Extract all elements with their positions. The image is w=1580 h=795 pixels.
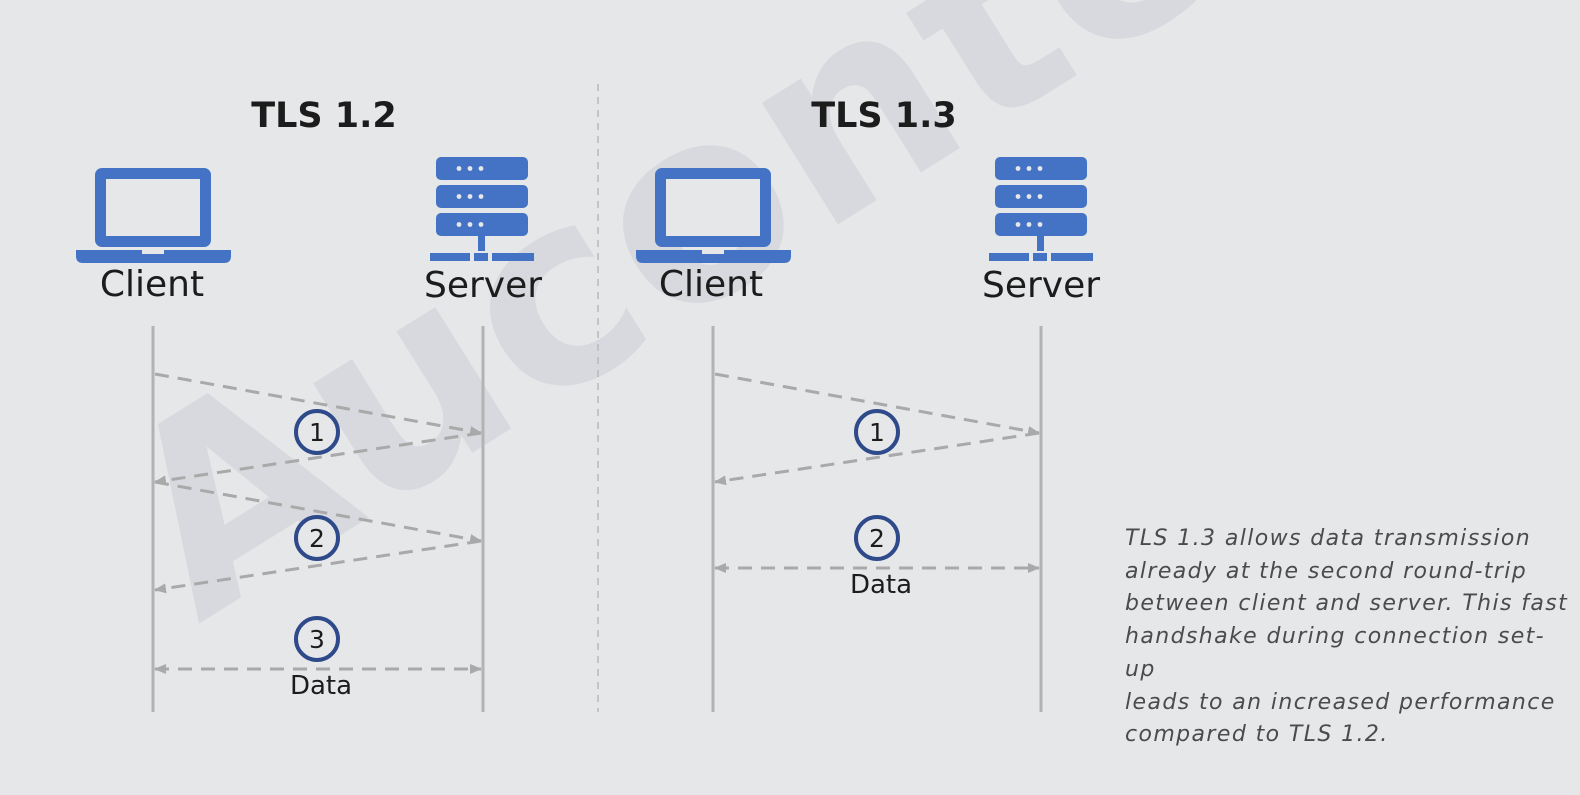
laptop-icon — [76, 168, 231, 263]
tls12-server-label: Server — [423, 265, 543, 306]
tls12-step2-response-arrow — [154, 539, 482, 594]
tls13-step1-circle — [854, 409, 900, 455]
tls13-step2-number: 2 — [869, 524, 885, 553]
tls12-step1-circle — [294, 409, 340, 455]
tls12-data-label: Data — [289, 671, 353, 701]
tls12-step1-response-arrow — [154, 431, 482, 486]
tls13-data-label: Data — [849, 570, 913, 600]
tls12-client-label: Client — [99, 264, 205, 305]
tls12-step2-number: 2 — [309, 524, 325, 553]
tls13-step1-response-arrow — [714, 431, 1040, 486]
explanation-note: TLS 1.3 allows data transmission already… — [1125, 526, 1569, 748]
tls13-client-label: Client — [658, 264, 764, 305]
laptop-icon — [636, 168, 791, 263]
tls13-step1-request-arrow — [714, 372, 1040, 436]
tls12-step1-number: 1 — [309, 418, 325, 447]
tls13-step2-circle — [854, 515, 900, 561]
tls12-step2-circle — [294, 515, 340, 561]
tls13-server-label: Server — [981, 265, 1101, 306]
tls12-step3-circle — [294, 616, 340, 662]
tls12-step3-number: 3 — [309, 625, 325, 654]
tls12-title: TLS 1.2 — [251, 96, 397, 136]
tls13-title: TLS 1.3 — [811, 96, 957, 136]
tls13-step1-number: 1 — [869, 418, 885, 447]
server-icon — [989, 157, 1093, 261]
tls12-step1-request-arrow — [154, 372, 482, 436]
server-icon — [430, 157, 534, 261]
tls12-step2-request-arrow — [154, 480, 482, 544]
